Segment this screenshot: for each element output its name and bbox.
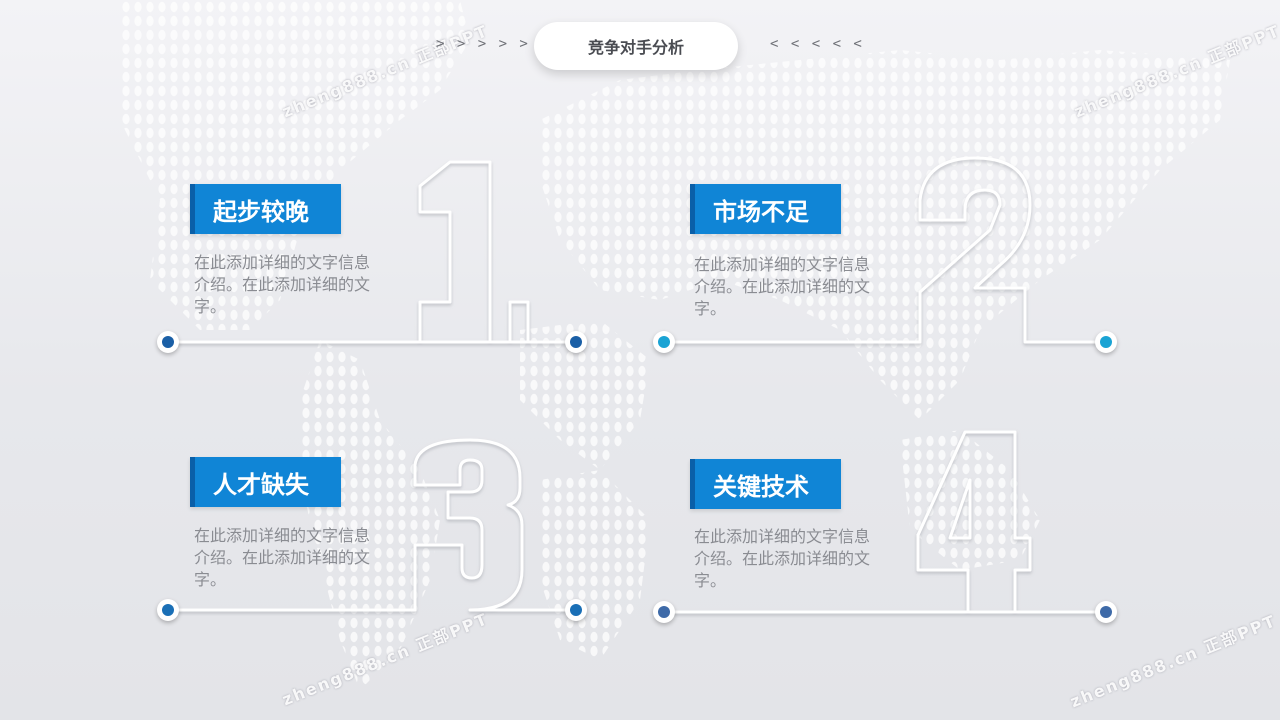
right-arrows: < < < < < bbox=[770, 36, 864, 52]
number-3-outline bbox=[168, 438, 576, 612]
connector-dot-1-end bbox=[565, 331, 587, 353]
connector-dot-4-end bbox=[1095, 601, 1117, 623]
item-3-description: 在此添加详细的文字信息介绍。在此添加详细的文字。 bbox=[194, 526, 371, 589]
number-2-outline bbox=[664, 156, 1106, 344]
item-2-description: 在此添加详细的文字信息介绍。在此添加详细的文字。 bbox=[694, 255, 871, 318]
connector-dot-1-start bbox=[157, 331, 179, 353]
number-1-outline bbox=[168, 160, 576, 344]
item-4-description: 在此添加详细的文字信息介绍。在此添加详细的文字。 bbox=[694, 527, 871, 590]
connector-dot-3-end bbox=[565, 599, 587, 621]
connector-dot-2-end bbox=[1095, 331, 1117, 353]
page-title: 竞争对手分析 bbox=[534, 22, 738, 70]
connector-dot-3-start bbox=[157, 599, 179, 621]
item-3-heading: 人才缺失 bbox=[190, 457, 341, 507]
number-4-outline bbox=[664, 430, 1106, 614]
left-arrows: > > > > > bbox=[436, 36, 530, 52]
item-1-heading: 起步较晚 bbox=[190, 184, 341, 234]
item-2-heading: 市场不足 bbox=[690, 184, 841, 234]
item-4-heading: 关键技术 bbox=[690, 459, 841, 509]
connector-dot-4-start bbox=[653, 601, 675, 623]
connector-dot-2-start bbox=[653, 331, 675, 353]
item-1-description: 在此添加详细的文字信息介绍。在此添加详细的文字。 bbox=[194, 253, 371, 316]
